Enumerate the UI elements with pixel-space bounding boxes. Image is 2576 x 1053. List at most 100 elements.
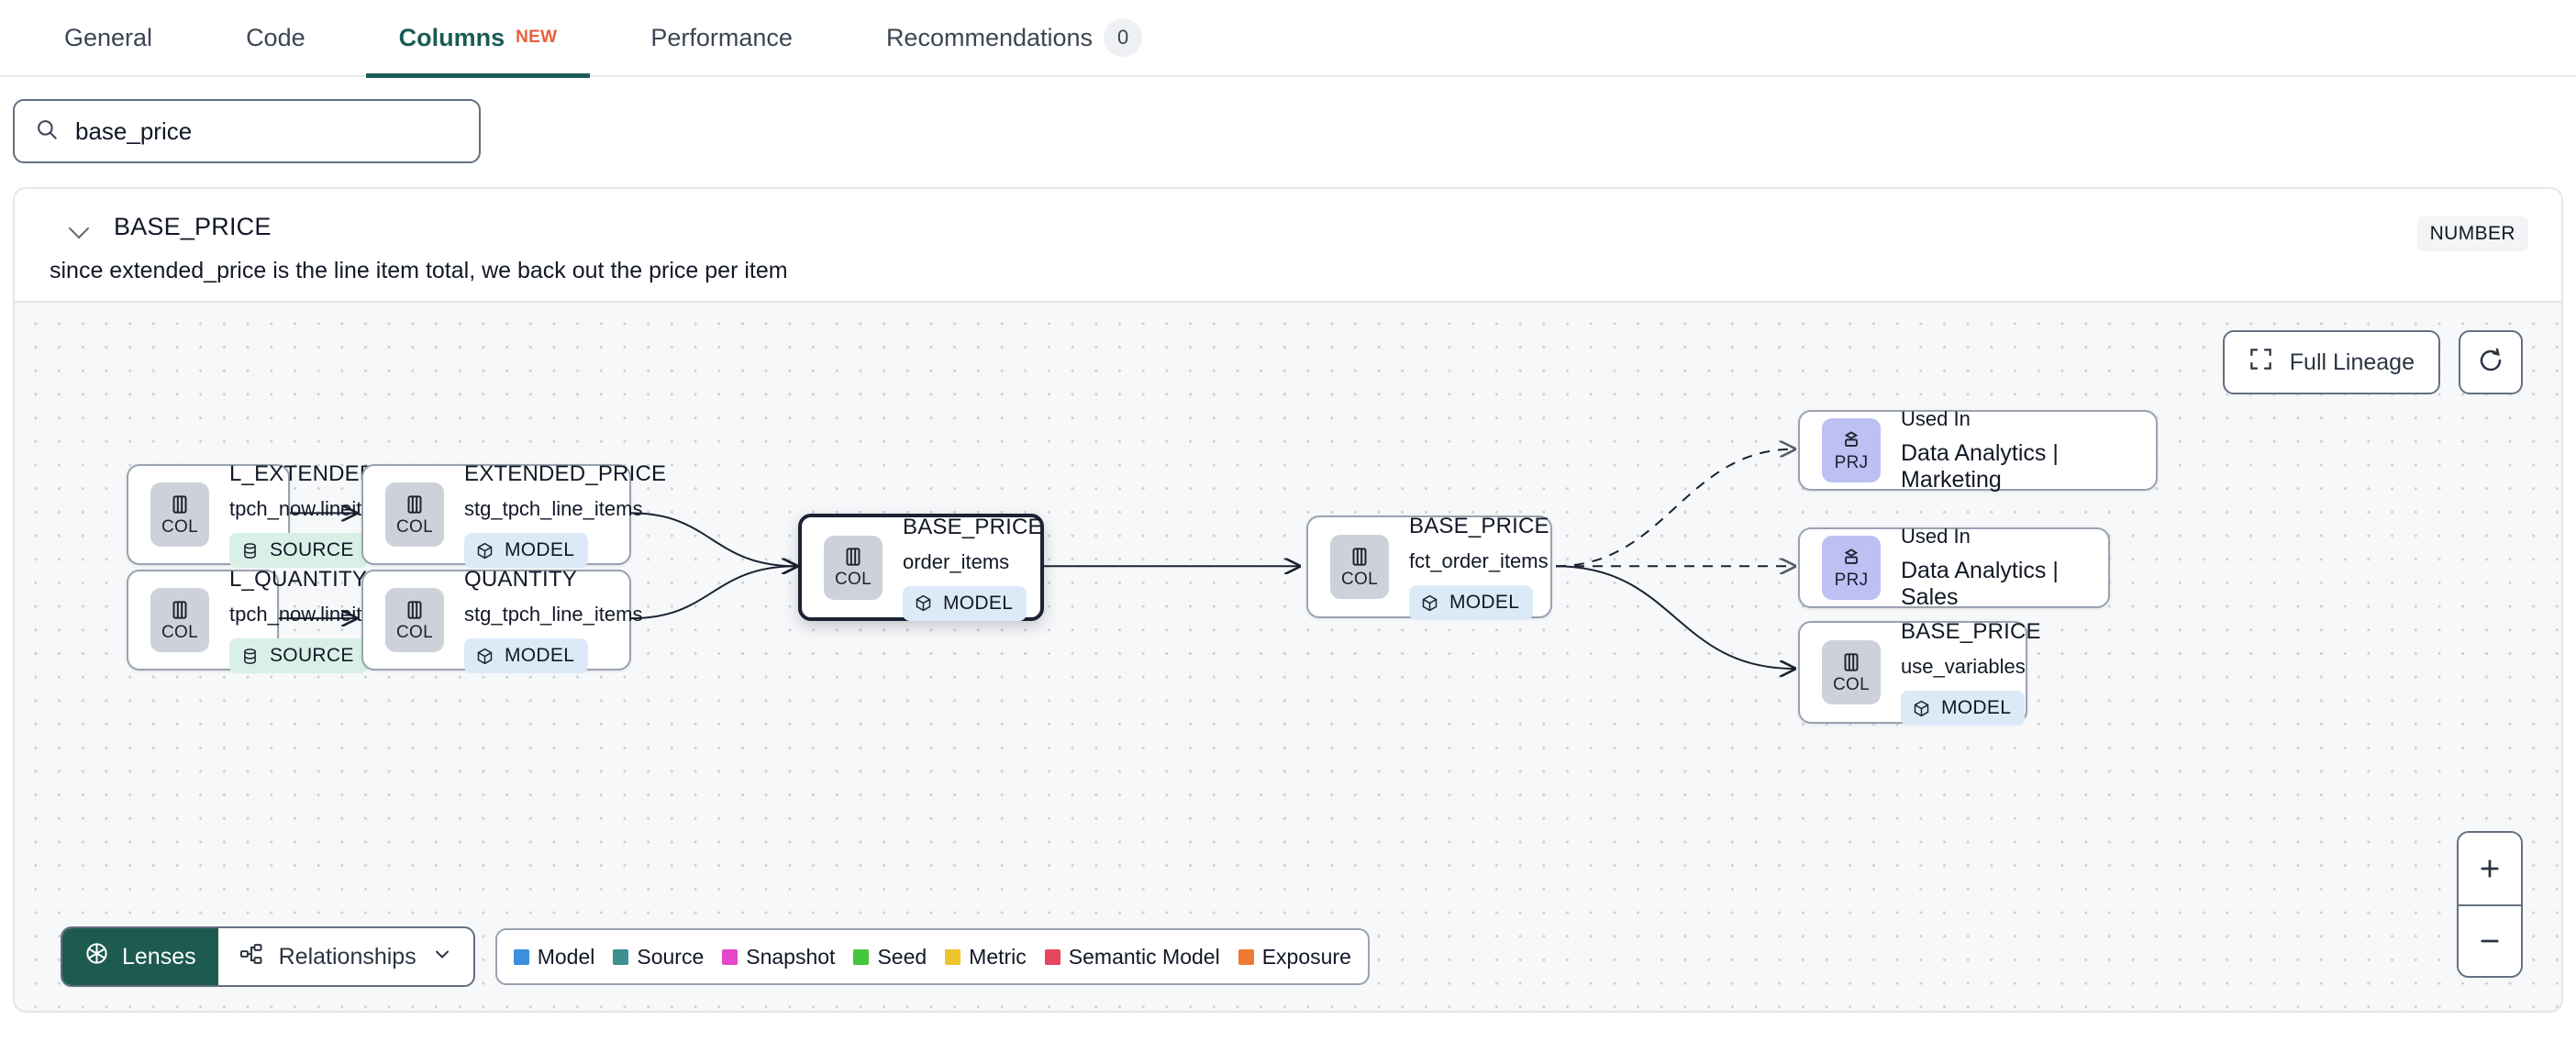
legend-swatch (1238, 948, 1254, 965)
tab-general[interactable]: General (57, 0, 160, 76)
kind-label: PRJ (1834, 570, 1869, 590)
lineage-node-extended-price[interactable]: COL EXTENDED_PRICE stg_tpch_line_items M… (361, 461, 666, 568)
kind-label: COL (161, 516, 198, 537)
lineage-node-project-sales[interactable]: PRJ Used In Data Analytics | Sales (1798, 525, 2110, 610)
lineage-node-base-price-order-items[interactable]: COL BASE_PRICE order_items MODEL (798, 514, 1044, 621)
badge-label: SOURCE (270, 539, 354, 560)
tab-code[interactable]: Code (239, 0, 313, 76)
page-title: BASE_PRICE (114, 213, 272, 240)
badge-label: SOURCE (270, 645, 354, 666)
zoom-out-button[interactable] (2459, 904, 2521, 976)
legend-label: Snapshot (746, 944, 836, 969)
tab-bar: General Code Columns NEW Performance Rec… (0, 0, 2576, 78)
legend-label: Seed (877, 944, 927, 969)
kind-label: COL (396, 622, 433, 642)
tab-columns[interactable]: Columns NEW (365, 0, 591, 78)
legend-label: Exposure (1261, 944, 1351, 969)
node-subtitle: order_items (903, 549, 1010, 573)
cube-icon (1422, 594, 1438, 611)
node-subtitle: use_variables (1901, 655, 2026, 678)
tab-recommendations[interactable]: Recommendations 0 (879, 0, 1149, 76)
node-title: Data Analytics | Marketing (1901, 440, 2059, 493)
node-subtitle: stg_tpch_line_items (464, 497, 643, 520)
project-kind-icon: PRJ (1822, 536, 1881, 600)
column-header: BASE_PRICE NUMBER since extended_price i… (15, 189, 2561, 301)
column-kind-icon: COL (385, 482, 444, 547)
relationships-label: Relationships (278, 943, 416, 970)
kind-label: PRJ (1834, 452, 1869, 472)
legend-item-source: Source (613, 945, 704, 970)
legend-item-semantic-model: Semantic Model (1044, 944, 1220, 970)
lenses-button[interactable]: Lenses (62, 928, 218, 985)
full-lineage-button[interactable]: Full Lineage (2222, 330, 2440, 394)
recommendations-count-badge: 0 (1104, 18, 1143, 57)
legend-label: Source (637, 944, 705, 969)
lineage-node-base-price-fct-order-items[interactable]: COL BASE_PRICE fct_order_items MODEL (1306, 514, 1552, 620)
aperture-icon (84, 941, 109, 972)
lineage-node-base-price-use-variables[interactable]: COL BASE_PRICE use_variables MODEL (1798, 619, 2041, 726)
lineage-node-project-marketing[interactable]: PRJ Used In Data Analytics | Marketing (1798, 407, 2158, 493)
cube-icon (477, 648, 493, 664)
lineage-node-l-quantity[interactable]: COL L_QUANTITY tpch_now.lineitem SOURCE (127, 567, 390, 673)
chevron-down-icon (431, 943, 453, 971)
relationships-dropdown[interactable]: Relationships (218, 928, 473, 985)
lineage-edges (279, 303, 2561, 1013)
expand-icon (2248, 347, 2273, 378)
search-input[interactable]: base_price (13, 99, 481, 163)
new-flag: NEW (516, 28, 558, 47)
node-type-badge: MODEL (464, 533, 589, 568)
legend-item-exposure: Exposure (1238, 945, 1351, 970)
zoom-in-button[interactable] (2459, 833, 2521, 904)
refresh-button[interactable] (2459, 330, 2523, 394)
legend-item-model: Model (513, 944, 595, 970)
lineage-canvas[interactable]: COL L_EXTENDEDPRICE tpch_now.lineitem SO… (15, 301, 2561, 1013)
badge-label: MODEL (943, 592, 1014, 614)
column-kind-icon: COL (150, 588, 209, 652)
search-value: base_price (75, 116, 193, 145)
project-kind-icon: PRJ (1822, 418, 1881, 482)
kind-label: COL (835, 570, 872, 589)
canvas-bottom-toolbar: Lenses Relationships (61, 926, 1370, 987)
legend-item-metric: Metric (945, 945, 1027, 970)
legend-label: Semantic Model (1068, 944, 1220, 969)
tab-performance[interactable]: Performance (643, 0, 800, 76)
lineage-node-quantity[interactable]: COL QUANTITY stg_tpch_line_items MODEL (361, 567, 642, 673)
kind-label: COL (1833, 674, 1870, 694)
column-kind-icon: COL (824, 535, 883, 600)
column-detail-card: BASE_PRICE NUMBER since extended_price i… (13, 187, 2563, 1013)
full-lineage-label: Full Lineage (2289, 349, 2415, 375)
chevron-down-icon[interactable] (70, 217, 90, 238)
kind-label: COL (1341, 569, 1378, 589)
node-title: BASE_PRICE (1409, 514, 1549, 538)
column-kind-icon: COL (385, 588, 444, 652)
legend-item-snapshot: Snapshot (722, 945, 835, 970)
node-type-badge: SOURCE (229, 533, 368, 568)
tab-label: Recommendations (885, 23, 1094, 51)
lineage-node-l-extendedprice[interactable]: COL L_EXTENDEDPRICE tpch_now.lineitem SO… (127, 461, 444, 568)
column-description: since extended_price is the line item to… (50, 258, 788, 283)
node-usedin-label: Used In (1901, 407, 1971, 430)
node-title: BASE_PRICE (1901, 619, 2041, 644)
node-type-badge: MODEL (464, 638, 589, 673)
column-kind-icon: COL (1822, 640, 1881, 704)
lenses-label: Lenses (122, 943, 196, 970)
hierarchy-icon (239, 941, 264, 973)
node-type-badge: MODEL (1409, 585, 1534, 620)
tab-label: Columns (398, 23, 505, 51)
node-type-badge: SOURCE (229, 638, 368, 673)
node-title: Data Analytics | Sales (1901, 558, 2059, 610)
legend-label: Model (537, 944, 595, 969)
tab-label: General (64, 23, 153, 51)
minus-icon (2481, 939, 2499, 943)
node-title: L_QUANTITY (229, 567, 368, 592)
node-usedin-label: Used In (1901, 525, 1971, 548)
stack-icon (1844, 548, 1859, 564)
cube-icon (477, 542, 493, 559)
column-title-row[interactable]: BASE_PRICE (15, 189, 2537, 241)
plus-icon (2481, 859, 2499, 878)
node-type-badge: MODEL (1901, 691, 2026, 726)
lenses-relationships-group: Lenses Relationships (61, 926, 475, 987)
legend-swatch (722, 948, 738, 965)
column-kind-icon: COL (1330, 535, 1389, 599)
badge-label: MODEL (505, 539, 575, 560)
